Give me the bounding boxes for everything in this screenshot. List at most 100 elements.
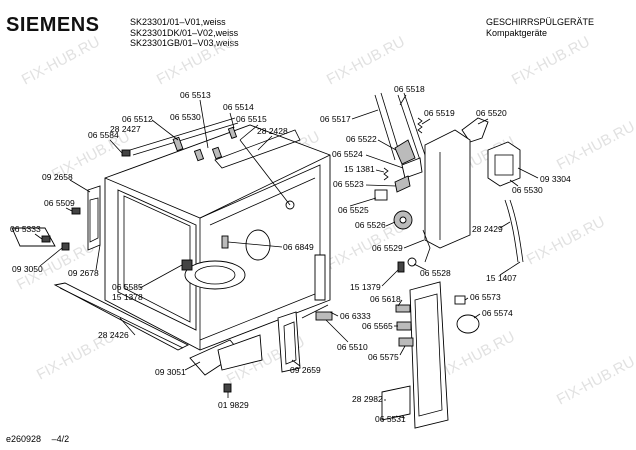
- part-label: 06 5585: [112, 282, 143, 292]
- rod-065517: [374, 94, 396, 161]
- model-line: SK23301DK/01–V02,weiss: [130, 27, 239, 38]
- part-label: 06 5523: [333, 179, 364, 189]
- tub-rail-line: [209, 177, 316, 226]
- lever-065522: [394, 139, 416, 165]
- clip-065510: [315, 311, 333, 321]
- part-065523: [394, 175, 411, 193]
- leader-line: [397, 299, 403, 307]
- part-label: 15 1407: [486, 273, 517, 283]
- part-label: 06 5530: [512, 185, 543, 195]
- tub-assembly: [104, 117, 331, 351]
- leader-line: [499, 261, 521, 276]
- leader-line: [69, 179, 91, 193]
- screw-093050: [61, 242, 70, 251]
- part-label: 15 1381: [344, 164, 375, 174]
- watermark: FIX-HUB.RU: [509, 33, 593, 88]
- part-label: 06 5514: [223, 102, 254, 112]
- part-label: 06 5512: [122, 114, 153, 124]
- part-label: 06 5509: [44, 198, 75, 208]
- watermark: FIX-HUB.RU: [434, 328, 518, 383]
- leader-line: [477, 118, 489, 125]
- leader-line: [199, 99, 209, 149]
- tub-side-wall: [199, 164, 321, 341]
- model-line: SK23301/01–V01,weiss: [130, 17, 226, 27]
- button-065565: [396, 321, 412, 331]
- part-label: 09 3051: [155, 367, 186, 377]
- part-label: 09 2658: [42, 172, 73, 182]
- spring-065519: [417, 117, 423, 134]
- top-rod: [129, 117, 236, 151]
- leader-line: [517, 167, 539, 179]
- leader-line: [421, 118, 431, 125]
- part-065524: [401, 157, 423, 179]
- part-label: 06 5530: [170, 112, 201, 122]
- clip-066849: [221, 235, 229, 249]
- part-label: 09 3050: [12, 264, 43, 274]
- leader-line: [403, 239, 425, 249]
- left-bracket-slot: [89, 197, 99, 243]
- bottom-rail: [53, 282, 190, 351]
- leader-line: [139, 264, 183, 289]
- leader-line: [291, 359, 301, 367]
- leader-line: [365, 184, 397, 187]
- leader-line: [365, 154, 404, 169]
- leader-line: [377, 139, 397, 151]
- right-bracket-assembly: [277, 304, 333, 373]
- rod-065518: [397, 94, 421, 161]
- leader-line: [39, 247, 63, 267]
- watermark: FIX-HUB.RU: [554, 353, 636, 408]
- page-number: –4/2: [51, 434, 70, 444]
- leader-line: [413, 263, 427, 271]
- part-label: 06 5520: [476, 108, 507, 118]
- top-rod-lower: [132, 122, 239, 156]
- leader-line: [151, 119, 179, 141]
- leader-line: [464, 297, 469, 301]
- brand-logo: SIEMENS: [6, 14, 100, 36]
- leader-line: [184, 361, 201, 371]
- link-065529: [422, 229, 431, 263]
- terminal-face: [494, 154, 514, 176]
- knob-065574: [456, 314, 480, 334]
- gear-hub: [399, 216, 407, 224]
- leader-line: [349, 197, 377, 207]
- part-label: 06 5531: [375, 414, 406, 424]
- part-label: 09 2678: [68, 268, 99, 278]
- leader-line: [499, 221, 511, 229]
- part-label: 06 5333: [10, 224, 41, 234]
- watermark: FIX-HUB.RU: [154, 33, 238, 88]
- model-line: SK23301GB/01–V03,weiss: [130, 38, 239, 48]
- top-clip: [227, 126, 238, 139]
- top-clip: [193, 148, 205, 162]
- screw-065509: [71, 207, 81, 215]
- nut-151378: [181, 259, 193, 271]
- leader-line: [375, 169, 385, 173]
- leader-lines: [34, 94, 539, 419]
- part-label: 09 2659: [290, 365, 321, 375]
- doc-id: e260928: [6, 434, 42, 444]
- part-label: 06 5575: [368, 352, 399, 362]
- top-screw: [172, 136, 184, 152]
- leader-line: [399, 94, 407, 106]
- leader-line: [239, 124, 259, 141]
- title-category: GESCHIRRSPÜLGERÄTE: [486, 17, 595, 27]
- leader-line: [119, 317, 136, 336]
- part-label: 09 3304: [540, 174, 571, 184]
- right-bracket-slot: [283, 321, 297, 365]
- part-label: 06 5574: [482, 308, 513, 318]
- screw-065333: [41, 235, 51, 243]
- footer: e260928 –4/2: [6, 434, 69, 444]
- leader-line: [399, 345, 406, 356]
- part-label: 06 5525: [338, 205, 369, 215]
- part-label: 06 5513: [180, 90, 211, 100]
- page-title: GESCHIRRSPÜLGERÄTE Kompaktgeräte: [486, 17, 594, 38]
- part-label: 06 5522: [346, 134, 377, 144]
- part-label: 06 5517: [320, 114, 351, 124]
- part-label: 06 6849: [283, 242, 314, 252]
- control-panel: [409, 281, 449, 429]
- label-panel-282982: [381, 385, 411, 421]
- part-label: 28 2429: [472, 224, 503, 234]
- cable-282429b: [509, 199, 524, 263]
- part-label: 15 1379: [350, 282, 381, 292]
- part-label: 06 6333: [340, 311, 371, 321]
